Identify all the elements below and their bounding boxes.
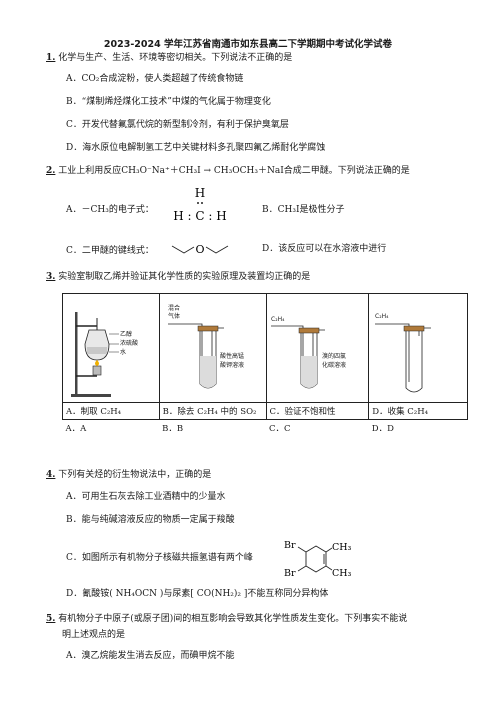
ethylene-preparation-apparatus: 乙醇 浓硫酸 水 xyxy=(71,312,138,397)
q1-option-c: C．开发代替氟氯代烷的新型制冷剂，有利于保护臭氧层 xyxy=(66,120,289,130)
dibromo-dimethyl-cyclohexene-structure: Br Br CH₃ CH₃ xyxy=(284,540,352,579)
q2-option-c: C．二甲醚的键线式： xyxy=(66,246,154,256)
methyl-lewis-structure: H H : C : H xyxy=(173,186,226,223)
question-2-stem: 2. 工业上利用反应CH₃O⁻Na⁺＋CH₃I → CH₃OCH₃＋NaI合成二… xyxy=(46,166,410,177)
question-text: 化学与生产、生活、环境等密切相关。下列说法不正确的是 xyxy=(58,53,293,63)
q2-option-b: B．CH₃I是极性分子 xyxy=(262,205,345,215)
question-1-stem: 1. 化学与生产、生活、环境等密切相关。下列说法不正确的是 xyxy=(46,53,292,64)
apparatus-c-image: C₂H₄ 溴的四氯 化碳溶液 xyxy=(265,293,370,403)
so2-removal-apparatus: 混合 气体 酸性高锰 酸钾溶液 xyxy=(167,304,244,389)
q4-option-b: B．能与纯碱溶液反应的物质一定属于羧酸 xyxy=(66,515,235,525)
question-text: 工业上利用反应CH₃O⁻Na⁺＋CH₃I → CH₃OCH₃＋NaI合成二甲醚。… xyxy=(58,166,410,176)
question-3-stem: 3. 实验室制取乙烯并验证其化学性质的实验原理及装置均正确的是 xyxy=(46,272,310,283)
label-conc-sulfuric-acid: 浓硫酸 xyxy=(120,339,138,347)
question-5-stem: 5. 有机物分子中原子(或原子团)间的相互影响会导致其化学性质发生变化。下列事实… xyxy=(46,614,407,625)
q3-answer-d: D．D xyxy=(371,424,394,434)
label-ethanol: 乙醇 xyxy=(120,330,132,338)
q1-option-b: B．“煤制烯烃煤化工技术”中煤的气化属于物理变化 xyxy=(66,97,271,107)
methyl-top-label: CH₃ xyxy=(332,542,352,553)
ether-oxygen-label: O xyxy=(195,243,204,256)
cell-option-b: B．除去 C₂H₄ 中的 SO₂ xyxy=(158,402,267,420)
question-number: 5. xyxy=(46,614,56,624)
dimethyl-ether-skeleton: O xyxy=(171,243,229,256)
label-mixed-gas-2: 气体 xyxy=(168,312,180,320)
label-mixed-gas-1: 混合 xyxy=(168,304,180,312)
q4-option-c: C．如图所示有机物分子核磁共振氢谱有两个峰 xyxy=(66,553,253,563)
q4-option-d: D．氰酸铵( NH₄OCN )与尿素[ CO(NH₂)₂ ]不能互称同分异构体 xyxy=(66,589,329,599)
apparatus-a-image: 乙醇 浓硫酸 水 xyxy=(62,293,160,403)
q2-option-d: D．该反应可以在水溶液中进行 xyxy=(262,244,387,254)
question-number: 2. xyxy=(46,166,56,176)
cell-option-a: A．制取 C₂H₄ xyxy=(62,402,160,420)
lewis-bottom-row: H : C : H xyxy=(173,209,226,223)
q4-option-a: A．可用生石灰去除工业酒精中的少量水 xyxy=(66,492,226,502)
question-number: 1. xyxy=(46,53,56,63)
label-c2h4-c: C₂H₄ xyxy=(271,316,285,323)
methyl-bottom-label: CH₃ xyxy=(332,568,352,579)
q3-answer-a: A．A xyxy=(65,424,87,434)
apparatus-d-image: C₂H₄ xyxy=(368,293,468,403)
bromine-bottom-label: Br xyxy=(284,568,296,579)
label-bromine-ccl4-2: 化碳溶液 xyxy=(322,361,346,369)
gas-collection-apparatus: C₂H₄ xyxy=(375,313,432,393)
q1-option-a: A．CO₂合成淀粉，使人类超越了传统食物链 xyxy=(66,74,244,84)
bromine-test-apparatus: C₂H₄ 溴的四氯 化碳溶液 xyxy=(270,316,346,389)
q3-answer-b: B．B xyxy=(162,424,184,434)
apparatus-table: 乙醇 浓硫酸 水 混合 气体 酸性高锰 酸钾溶液 C₂H₄ xyxy=(62,293,468,436)
question-text: 有机物分子中原子(或原子团)间的相互影响会导致其化学性质发生变化。下列事实不能说 xyxy=(58,614,408,624)
question-number: 4. xyxy=(46,470,56,480)
question-5-stem-cont: 明上述观点的是 xyxy=(62,630,126,640)
question-4-stem: 4. 下列有关烃的衍生物说法中，正确的是 xyxy=(46,470,211,481)
question-text: 实验室制取乙烯并验证其化学性质的实验原理及装置均正确的是 xyxy=(58,272,311,282)
cell-option-d: D．收集 C₂H₄ xyxy=(368,402,468,420)
label-kmno4-2: 酸钾溶液 xyxy=(220,361,244,369)
question-number: 3. xyxy=(46,272,56,282)
bromine-top-label: Br xyxy=(284,540,296,551)
cell-option-c: C．验证不饱和性 xyxy=(265,402,370,420)
q2-option-a: A．－CH₃的电子式： xyxy=(66,205,154,215)
q3-answer-c: C．C xyxy=(269,424,291,434)
apparatus-b-image: 混合 气体 酸性高锰 酸钾溶液 xyxy=(158,293,267,403)
label-bromine-ccl4-1: 溴的四氯 xyxy=(322,352,346,360)
question-text: 下列有关烃的衍生物说法中，正确的是 xyxy=(58,470,212,480)
q1-option-d: D．海水原位电解制氢工艺中关键材料多孔聚四氟乙烯耐化学腐蚀 xyxy=(66,143,326,153)
page-title: 2023-2024 学年江苏省南通市如东县高二下学期期中考试化学试卷 xyxy=(103,39,393,50)
q5-option-a: A．溴乙烷能发生消去反应，而碘甲烷不能 xyxy=(66,651,235,661)
label-c2h4-d: C₂H₄ xyxy=(375,313,389,320)
label-kmno4-1: 酸性高锰 xyxy=(220,352,244,360)
label-water: 水 xyxy=(120,348,126,356)
lewis-top-h: H xyxy=(195,186,205,200)
